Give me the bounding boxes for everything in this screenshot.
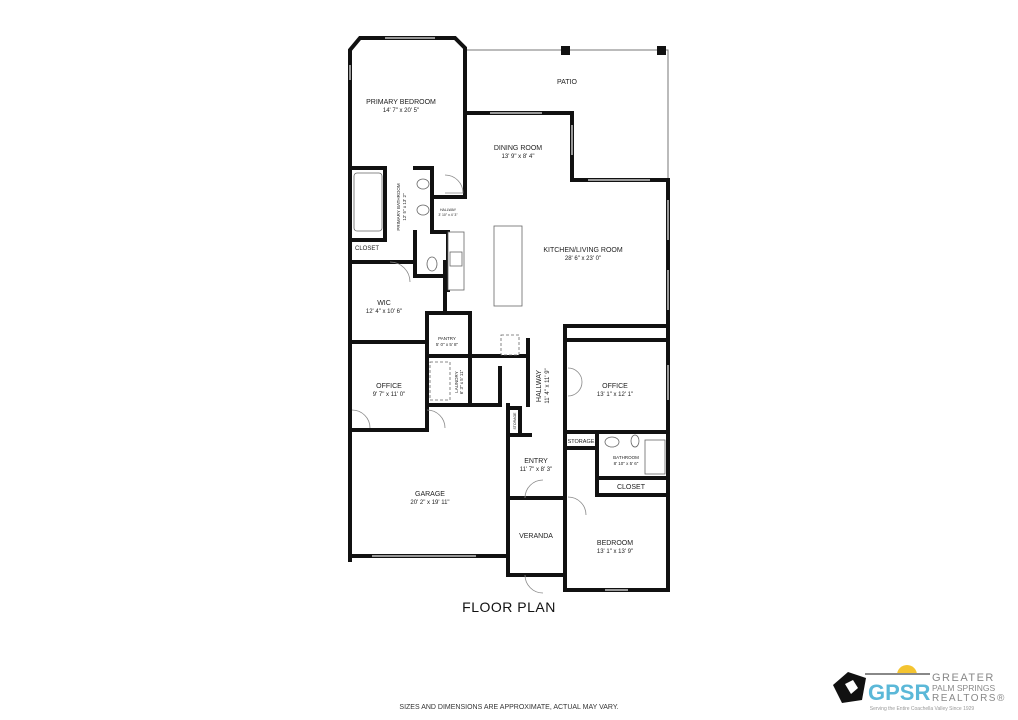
dims-office-right: 13' 1" x 12' 1" [597, 392, 633, 398]
shower [644, 439, 666, 475]
logo-line1: GREATER [932, 672, 995, 684]
logo-abbr: GPSR [868, 680, 930, 705]
label-primary-bathroom: PRIMARY BATHROOM [396, 183, 401, 231]
bathroom-toilet [630, 434, 640, 448]
logo-sun [897, 665, 917, 675]
floor-plan-title: FLOOR PLAN [462, 599, 556, 615]
label-veranda: VERANDA [519, 533, 553, 540]
kitchen-island [493, 225, 523, 307]
gpsr-logo: GPSR GREATER PALM SPRINGS REALTORS® Serv… [833, 665, 1006, 712]
label-hallway-small: HALLWAY [440, 208, 457, 212]
dims-laundry: 6' 3" x 5' 11" [459, 369, 464, 394]
label-pantry: PANTRY [438, 336, 456, 341]
room-labels: PRIMARY BEDROOM 14' 7" x 20' 5" PATIO DI… [355, 79, 646, 555]
doors [351, 174, 587, 594]
dims-entry: 11' 7" x 8' 3" [520, 467, 552, 473]
logo-line3: REALTORS® [932, 693, 1006, 704]
label-office-right: OFFICE [602, 383, 628, 390]
label-laundry: LAUNDRY [454, 371, 459, 392]
washer-dryer [429, 361, 451, 401]
label-bedroom: BEDROOM [597, 540, 633, 547]
label-storage-hall: STORAGE [513, 412, 517, 430]
dims-garage: 20' 2" x 19' 11" [410, 500, 449, 506]
label-bathroom: BATHROOM [613, 455, 639, 460]
dims-primary-bedroom: 14' 7" x 20' 5" [383, 108, 419, 114]
logo-tagline: Serving the Entire Coachella Valley Sinc… [870, 706, 975, 712]
sink [416, 178, 430, 190]
label-entry: ENTRY [524, 458, 548, 465]
dims-bathroom: 8' 10" x 5' 6" [614, 461, 639, 466]
fixtures [353, 172, 666, 475]
label-primary-bedroom: PRIMARY BEDROOM [366, 99, 436, 106]
toilet [426, 256, 438, 272]
dims-hallway-small: 3' 10" x 4' 3" [438, 213, 458, 217]
logo-line2: PALM SPRINGS [932, 683, 995, 693]
fridge [500, 334, 520, 356]
patio-outline [465, 46, 669, 180]
sink [416, 204, 430, 216]
label-wic: WIC [377, 300, 391, 307]
dims-dining-room: 13' 9" x 8' 4" [502, 154, 535, 160]
windows [349, 37, 669, 591]
label-storage: STORAGE [568, 439, 595, 445]
label-office-left: OFFICE [376, 383, 402, 390]
label-kitchen-living: KITCHEN/LIVING ROOM [543, 247, 623, 254]
bathtub [353, 172, 383, 232]
label-closet-primary: CLOSET [355, 246, 379, 252]
label-patio: PATIO [557, 79, 578, 86]
dims-primary-bathroom: 12' 5" x 13' 2" [402, 193, 407, 221]
label-closet: CLOSET [617, 484, 646, 491]
dims-bedroom: 13' 1" x 13' 9" [597, 549, 633, 555]
disclaimer: SIZES AND DIMENSIONS ARE APPROXIMATE, AC… [399, 704, 618, 711]
dims-hallway: 11' 4" x 11' 9" [545, 368, 551, 403]
dims-wic: 12' 4" x 10' 6" [366, 309, 402, 315]
dims-office-left: 9' 7" x 11' 0" [373, 392, 405, 398]
dims-pantry: 5' 0" x 5' 8" [436, 342, 459, 347]
bathroom-sink [604, 436, 620, 448]
label-dining-room: DINING ROOM [494, 145, 542, 152]
label-hallway: HALLWAY [536, 370, 543, 402]
label-garage: GARAGE [415, 491, 445, 498]
dims-kitchen-living: 28' 6" x 23' 0" [565, 256, 601, 262]
